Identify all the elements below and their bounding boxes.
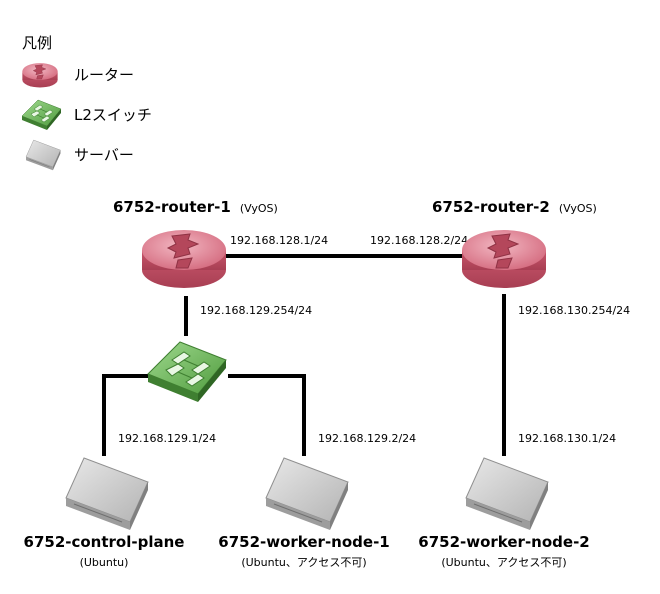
server-icon <box>265 457 349 531</box>
ip-label-r1-r2-left: 192.168.128.1/24 <box>230 234 328 247</box>
node-worker-1-name: 6752-worker-node-1 <box>218 533 389 551</box>
node-router-2-os: (VyOS) <box>559 202 597 215</box>
node-control-plane-name: 6752-control-plane <box>24 533 185 551</box>
legend-label-server: サーバー <box>74 146 134 164</box>
legend-item-switch: L2スイッチ <box>21 99 152 131</box>
ip-label-r1-r2-right: 192.168.128.2/24 <box>370 234 468 247</box>
node-worker-1-os: (Ubuntu、アクセス不可) <box>241 556 366 569</box>
router-icon <box>22 62 58 88</box>
link-switch-control-plane <box>102 374 150 456</box>
ip-label-worker2: 192.168.130.1/24 <box>518 432 616 445</box>
link-switch-worker1 <box>228 374 306 456</box>
router-icon <box>461 229 547 289</box>
legend-item-router: ルーター <box>22 62 134 88</box>
node-worker-2-os: (Ubuntu、アクセス不可) <box>441 556 566 569</box>
ip-label-r2-worker2: 192.168.130.254/24 <box>518 304 630 317</box>
router-icon <box>141 229 227 289</box>
node-router-2-name: 6752-router-2 (VyOS) <box>432 197 597 216</box>
node-worker-2-name: 6752-worker-node-2 <box>418 533 589 551</box>
node-worker-2: 6752-worker-node-2 (Ubuntu、アクセス不可) <box>418 457 590 569</box>
node-router-2: 6752-router-2 (VyOS) <box>432 197 597 289</box>
ip-label-control-plane: 192.168.129.1/24 <box>118 432 216 445</box>
node-control-plane: 6752-control-plane (Ubuntu) <box>24 457 185 569</box>
node-router-1-title: 6752-router-1 <box>113 198 231 216</box>
node-l2-switch <box>147 341 227 403</box>
legend-label-router: ルーター <box>74 66 134 84</box>
l2-switch-icon <box>147 341 227 403</box>
node-control-plane-os: (Ubuntu) <box>80 556 129 569</box>
legend-label-switch: L2スイッチ <box>74 106 152 124</box>
node-router-1-name: 6752-router-1 (VyOS) <box>113 197 278 216</box>
ip-label-r1-switch: 192.168.129.254/24 <box>200 304 312 317</box>
node-router-1-os: (VyOS) <box>240 202 278 215</box>
node-router-2-title: 6752-router-2 <box>432 198 550 216</box>
ip-label-worker1: 192.168.129.2/24 <box>318 432 416 445</box>
server-icon <box>65 457 149 531</box>
node-router-1: 6752-router-1 (VyOS) <box>113 197 278 289</box>
legend-item-server: サーバー <box>25 139 134 171</box>
node-worker-1: 6752-worker-node-1 (Ubuntu、アクセス不可) <box>218 457 390 569</box>
network-links <box>102 254 506 456</box>
server-icon <box>25 139 61 171</box>
legend-title: 凡例 <box>22 34 52 52</box>
server-icon <box>465 457 549 531</box>
l2-switch-icon <box>21 99 62 131</box>
